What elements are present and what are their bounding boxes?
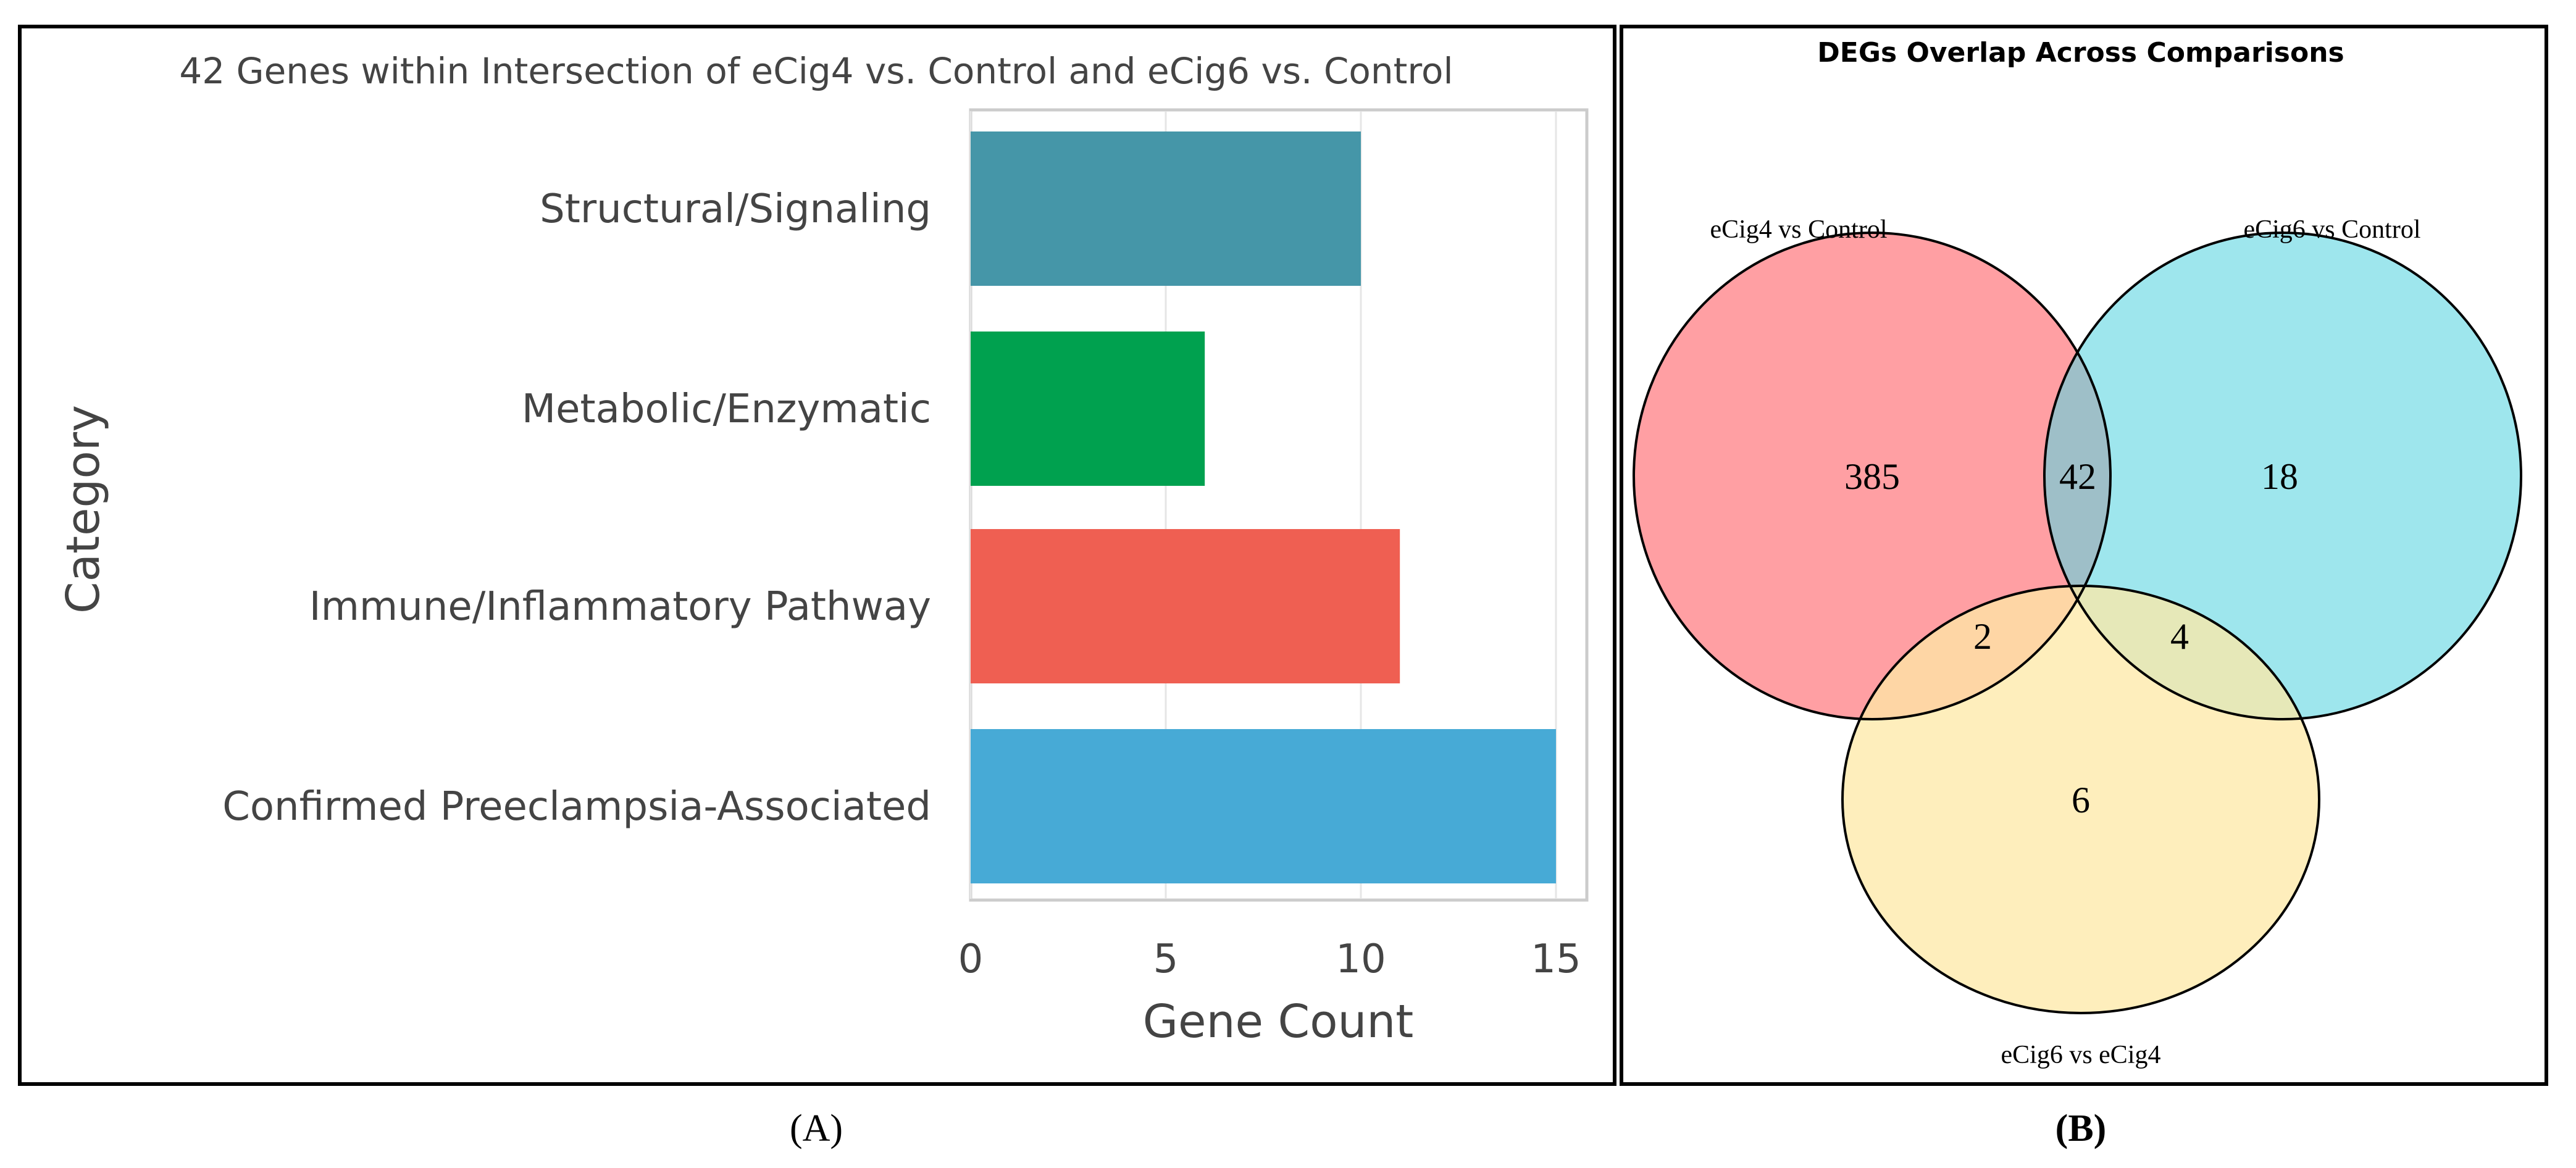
venn-region-count: 2 bbox=[1973, 616, 1992, 657]
panel-b-label: (B) bbox=[2055, 1108, 2107, 1149]
x-tick-label: 15 bbox=[1531, 936, 1581, 982]
x-tick-labels: 0 5 10 15 bbox=[958, 936, 1581, 982]
venn-set-label: eCig4 vs Control bbox=[1710, 215, 1887, 244]
venn-set-ecig4-control bbox=[1634, 233, 2110, 719]
category-label: Structural/Signaling bbox=[540, 186, 931, 232]
category-label: Confirmed Preeclampsia-Associated bbox=[222, 784, 931, 830]
venn-region-count: 6 bbox=[2072, 780, 2090, 820]
venn-region-count: 42 bbox=[2059, 456, 2096, 497]
bar bbox=[971, 332, 1205, 486]
chart-title: 42 Genes within Intersection of eCig4 vs… bbox=[179, 50, 1453, 92]
panel-a: 42 Genes within Intersection of eCig4 vs… bbox=[18, 25, 1616, 1086]
x-tick-label: 10 bbox=[1336, 936, 1386, 982]
category-label: Immune/Inflammatory Pathway bbox=[309, 584, 931, 630]
venn-set-ecig6-control bbox=[2044, 233, 2521, 719]
x-tick-label: 5 bbox=[1153, 936, 1179, 982]
x-axis-label: Gene Count bbox=[1143, 995, 1414, 1048]
venn-set-label: eCig6 vs Control bbox=[2243, 215, 2420, 244]
venn-region-count: 385 bbox=[1844, 456, 1900, 497]
bar bbox=[971, 729, 1556, 883]
panel-a-label: (A) bbox=[790, 1108, 843, 1149]
venn-title: DEGs Overlap Across Comparisons bbox=[1817, 37, 2344, 69]
category-label: Metabolic/Enzymatic bbox=[522, 386, 931, 432]
y-axis-label: Category bbox=[57, 405, 110, 614]
venn-set-label: eCig6 vs eCig4 bbox=[2001, 1041, 2161, 1069]
panel-b: DEGs Overlap Across Comparisons eCig4 vs… bbox=[1620, 25, 2548, 1086]
venn-set-ecig6-ecig4 bbox=[1842, 586, 2319, 1013]
x-tick-label: 0 bbox=[958, 936, 984, 982]
category-labels: Structural/SignalingMetabolic/EnzymaticI… bbox=[222, 186, 931, 830]
venn-region-count: 4 bbox=[2170, 616, 2189, 657]
bar bbox=[971, 131, 1361, 286]
bars bbox=[971, 131, 1556, 883]
venn-region-count: 18 bbox=[2261, 456, 2298, 497]
bar bbox=[971, 529, 1400, 683]
